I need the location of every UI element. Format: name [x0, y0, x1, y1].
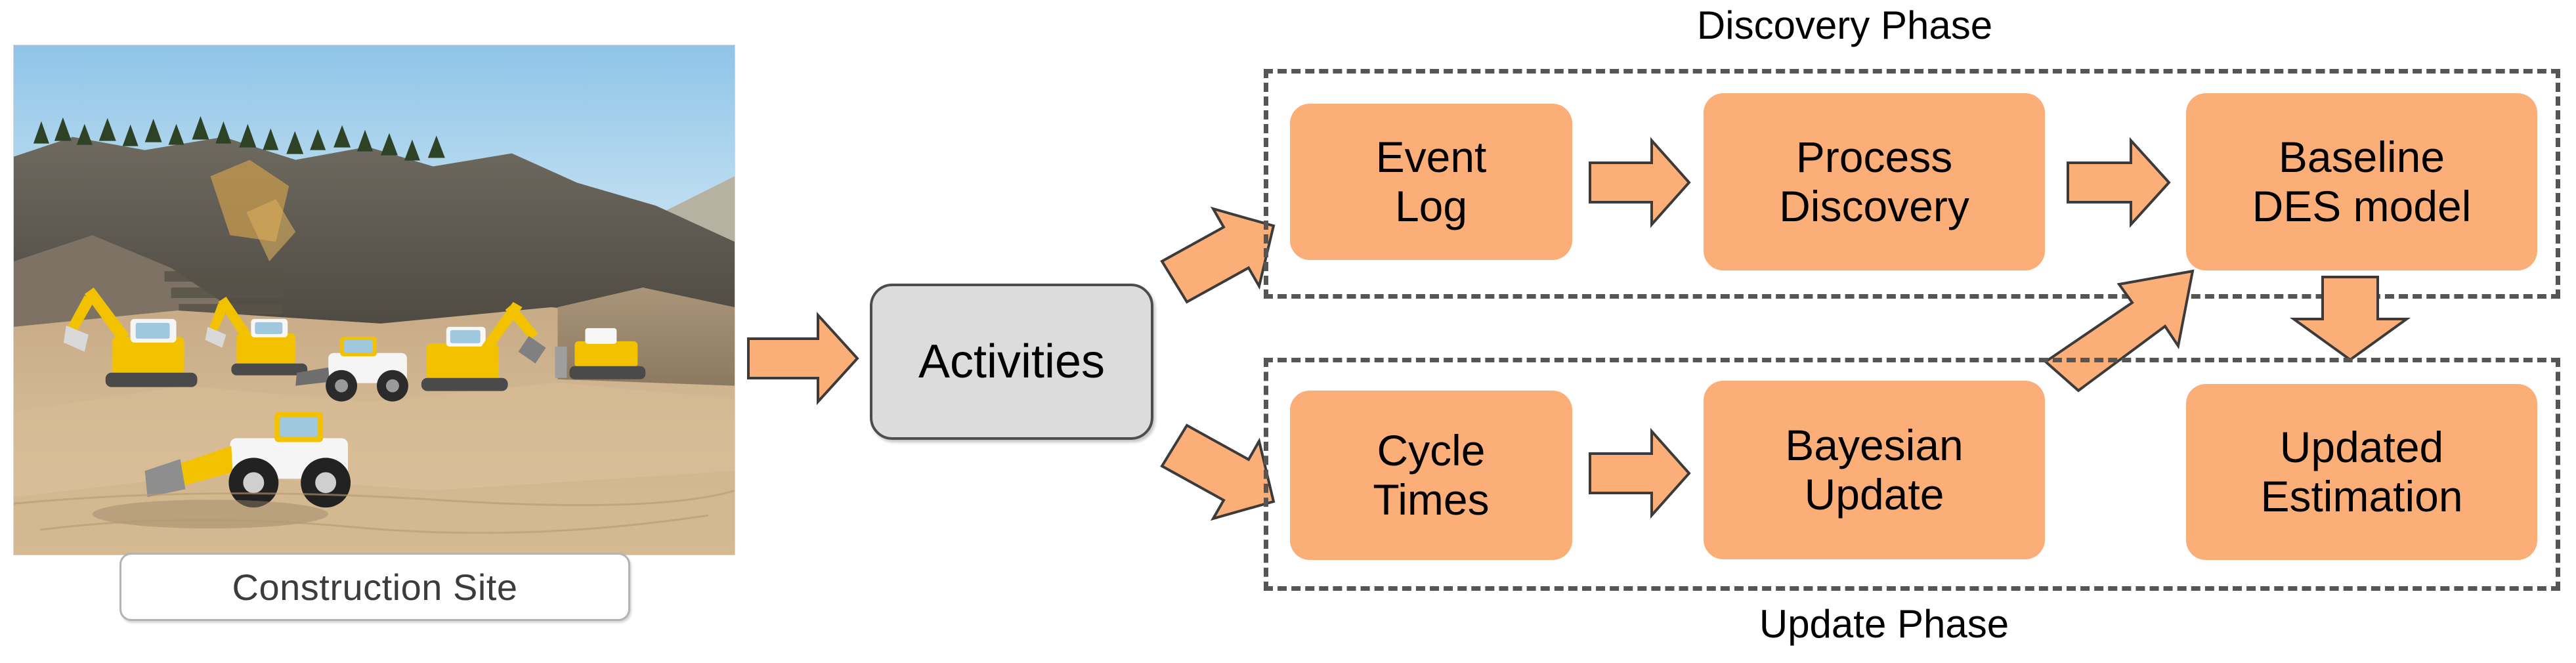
step-bayesian-update-line1: Bayesian: [1785, 420, 1964, 469]
arrow-activities-to-event-log-icon: [1160, 205, 1276, 305]
activities-label: Activities: [918, 335, 1106, 388]
excavator-mid-left: [205, 297, 308, 375]
step-cycle-times-line2: Times: [1373, 475, 1490, 524]
step-cycle-times: Cycle Times: [1290, 391, 1572, 560]
step-process-discovery-line1: Process: [1795, 132, 1953, 181]
arrow-event-log-to-process-discovery-icon: [1589, 137, 1691, 228]
step-event-log-line2: Log: [1394, 182, 1468, 230]
construction-site-photo: [13, 45, 735, 555]
arrow-process-discovery-to-baseline-des-icon: [2067, 137, 2171, 228]
excavator-left: [63, 288, 198, 387]
bulldozer-right: [555, 328, 646, 379]
step-bayesian-update: Bayesian Update: [1704, 381, 2045, 559]
construction-site-caption: Construction Site: [119, 553, 630, 621]
step-baseline-des-model-line1: Baseline: [2278, 132, 2445, 181]
step-updated-estimation-line2: Estimation: [2260, 472, 2463, 521]
update-phase-container: [1264, 358, 2560, 591]
activities-node: Activities: [870, 284, 1153, 440]
step-updated-estimation-line1: Updated: [2279, 422, 2444, 471]
step-event-log: Event Log: [1290, 104, 1572, 260]
arrow-site-to-activities-icon: [747, 311, 859, 406]
update-phase-caption: Update Phase: [1759, 602, 2009, 646]
step-baseline-des-model: Baseline DES model: [2186, 93, 2537, 270]
discovery-phase-container: [1264, 69, 2560, 299]
wheel-loader-center: [295, 336, 408, 402]
step-process-discovery-line2: Discovery: [1779, 182, 1969, 230]
discovery-phase-caption: Discovery Phase: [1696, 3, 1993, 47]
arrow-baseline-des-to-updated-estimation-icon: [2289, 276, 2411, 362]
excavator-right: [421, 301, 546, 391]
construction-site-caption-text: Construction Site: [232, 566, 518, 608]
construction-site-illustration: [14, 45, 735, 555]
arrow-cycle-times-to-bayesian-update-icon: [1589, 427, 1691, 519]
step-updated-estimation: Updated Estimation: [2186, 384, 2537, 560]
step-cycle-times-line1: Cycle: [1377, 425, 1486, 475]
step-bayesian-update-line2: Update: [1804, 470, 1944, 519]
arrow-activities-to-cycle-times-icon: [1160, 421, 1276, 521]
step-baseline-des-model-line2: DES model: [2252, 182, 2472, 230]
step-event-log-line1: Event: [1375, 132, 1487, 181]
step-process-discovery: Process Discovery: [1704, 93, 2045, 270]
